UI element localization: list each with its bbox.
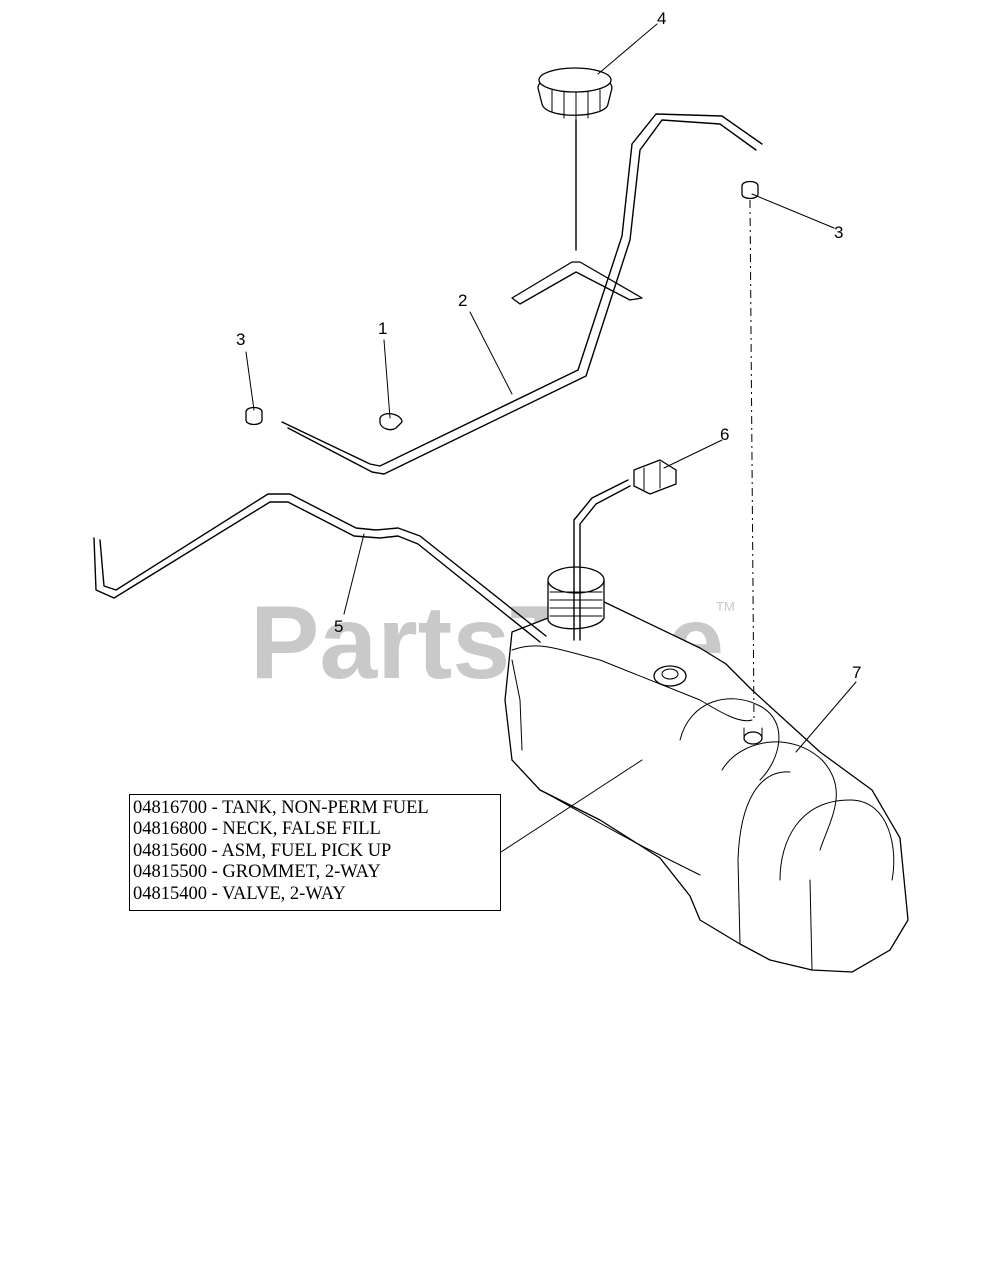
clamp-3-right <box>741 180 759 200</box>
callout-3-left: 3 <box>236 330 245 349</box>
legend-row-tank: 04816700 - TANK, NON-PERM FUEL <box>133 798 429 818</box>
watermark-trademark: TM <box>716 599 735 614</box>
legend-row-grommet: 04815500 - GROMMET, 2-WAY <box>133 862 381 883</box>
valve-6 <box>633 459 677 495</box>
callout-5: 5 <box>334 617 343 636</box>
fuel-cap <box>511 67 643 305</box>
callout-1: 1 <box>378 319 387 338</box>
callout-3-right: 3 <box>834 223 843 242</box>
callout-6: 6 <box>720 425 729 444</box>
hose-2-outer <box>281 113 763 467</box>
fuel-tank <box>504 599 909 973</box>
hose-2 <box>287 119 757 475</box>
legend-row-pickup: 04815600 - ASM, FUEL PICK UP <box>133 840 392 861</box>
fuel-pickup-tube <box>579 485 631 641</box>
callout-4: 4 <box>657 9 666 28</box>
parts-legend: 04816700 - TANK, NON-PERM FUEL 04816800 … <box>129 794 501 911</box>
hose-5-outer <box>93 501 541 643</box>
leader-lines <box>245 23 857 853</box>
hose-5 <box>99 493 547 637</box>
clamp-1 <box>379 412 403 431</box>
assembly-line <box>749 199 755 721</box>
legend-row-valve: 04815400 - VALVE, 2-WAY <box>133 883 346 904</box>
callout-2: 2 <box>458 291 467 310</box>
false-fill-neck <box>547 566 605 630</box>
fuel-pickup-tube-outer <box>573 479 629 641</box>
clamp-3-left <box>245 406 263 426</box>
callout-7: 7 <box>852 663 861 682</box>
legend-row-neck: 04816800 - NECK, FALSE FILL <box>133 819 381 840</box>
